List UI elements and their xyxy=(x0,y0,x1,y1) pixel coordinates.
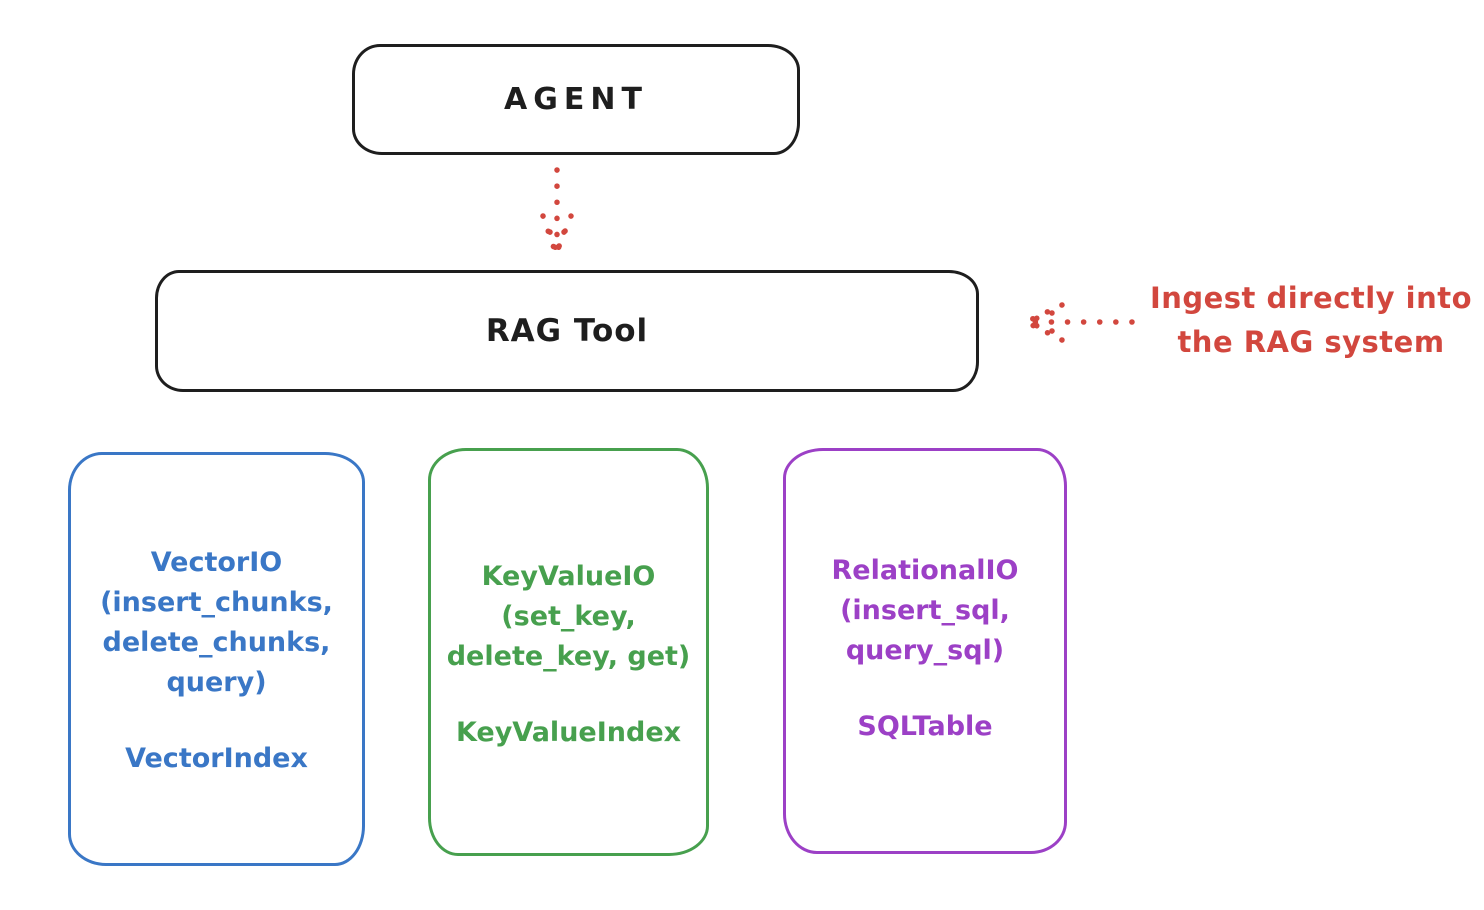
vector-io-methods-line-1: (insert_chunks, xyxy=(100,587,333,618)
agent-node-label: AGENT xyxy=(504,82,648,117)
vector-io-node: VectorIO (insert_chunks, delete_chunks, … xyxy=(68,452,365,866)
keyvalue-io-methods-line-1: (set_key, xyxy=(501,601,636,632)
relational-io-title: RelationalIO xyxy=(831,555,1019,586)
keyvalue-index-label: KeyValueIndex xyxy=(455,717,682,748)
keyvalue-io-title: KeyValueIO xyxy=(481,561,656,592)
annotation-line-1: Ingest directly into xyxy=(1149,281,1473,315)
vector-index-label: VectorIndex xyxy=(125,743,308,774)
relational-io-methods-line-2: query_sql) xyxy=(845,635,1005,666)
rag-tool-node-label: RAG Tool xyxy=(485,313,649,349)
relational-io-node: RelationalIO (insert_sql, query_sql) SQL… xyxy=(783,448,1067,854)
sql-table-label: SQLTable xyxy=(857,711,993,742)
agent-node: AGENT xyxy=(352,44,800,155)
relational-io-methods-line-1: (insert_sql, xyxy=(840,595,1010,626)
vector-io-methods-line-2: delete_chunks, xyxy=(102,627,331,658)
keyvalue-io-node: KeyValueIO (set_key, delete_key, get) Ke… xyxy=(428,448,709,856)
keyvalue-io-methods-line-2: delete_key, get) xyxy=(446,641,691,672)
annotation-ingest-note: Ingest directly into the RAG system xyxy=(1138,276,1484,364)
rag-tool-node: RAG Tool xyxy=(155,270,979,392)
vector-io-methods-line-3: query) xyxy=(166,667,267,698)
arrow-left-icon xyxy=(1023,302,1135,343)
vector-io-title: VectorIO xyxy=(150,547,283,578)
arrow-down-icon xyxy=(540,167,574,257)
annotation-line-2: the RAG system xyxy=(1177,325,1445,359)
